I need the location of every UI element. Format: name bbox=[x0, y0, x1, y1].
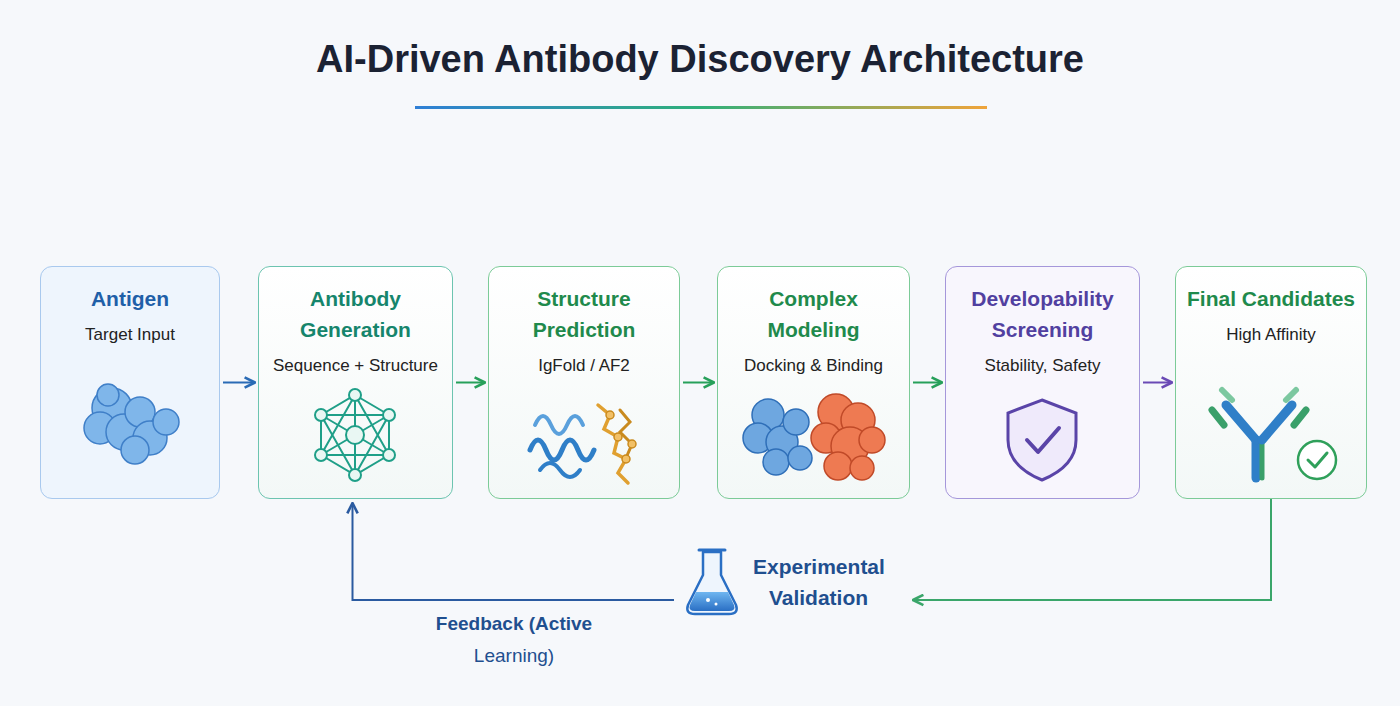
flow-arrow bbox=[353, 503, 675, 600]
antigen-icon bbox=[84, 384, 179, 464]
box-heading: Experimental Validation bbox=[743, 551, 894, 613]
flow-arrow bbox=[456, 382, 485, 384]
step-label: Experimental Validation bbox=[680, 548, 895, 624]
flow-arrow bbox=[913, 499, 1271, 600]
flow-arrow bbox=[913, 382, 942, 384]
box-subtitle: IgFold / AF2 bbox=[489, 355, 679, 377]
edge-label: Feedback (Active Learning) bbox=[420, 608, 608, 672]
box-subtitle: Stability, Safety bbox=[946, 355, 1139, 377]
box-heading: Structure Prediction bbox=[489, 283, 679, 345]
box-heading: Antibody Generation bbox=[259, 283, 452, 345]
process-box: AntigenTarget Input bbox=[40, 266, 220, 499]
shield-icon bbox=[1008, 400, 1076, 480]
diagram-title: AI-Driven Antibody Discovery Architectur… bbox=[0, 38, 1400, 81]
box-heading: Final Candidates bbox=[1176, 283, 1366, 314]
process-box: Antibody GenerationSequence + Structure bbox=[258, 266, 453, 499]
box-heading: Complex Modeling bbox=[718, 283, 909, 345]
network-icon bbox=[315, 389, 395, 481]
flow-arrow bbox=[1143, 382, 1172, 384]
box-heading: Developability Screening bbox=[946, 283, 1139, 345]
box-heading: Antigen bbox=[41, 283, 219, 314]
box-subtitle: High Affinity bbox=[1176, 324, 1366, 346]
box-subtitle: Sequence + Structure bbox=[259, 355, 452, 377]
box-subtitle: Target Input bbox=[41, 324, 219, 346]
process-box: Structure PredictionIgFold / AF2 bbox=[488, 266, 680, 499]
flow-arrow bbox=[223, 382, 255, 384]
protein-structure-icon bbox=[530, 405, 636, 483]
flow-arrow bbox=[683, 382, 714, 384]
process-box: Final CandidatesHigh Affinity bbox=[1175, 266, 1367, 499]
process-box: Developability ScreeningStability, Safet… bbox=[945, 266, 1140, 499]
process-box: Complex ModelingDocking & Binding bbox=[717, 266, 910, 499]
antibody-icon bbox=[1212, 390, 1336, 479]
box-fills bbox=[40, 266, 1367, 499]
box-subtitle: Docking & Binding bbox=[718, 355, 909, 377]
complex-icon bbox=[743, 394, 885, 480]
flask-icon bbox=[687, 550, 736, 614]
title-underline bbox=[415, 106, 987, 109]
